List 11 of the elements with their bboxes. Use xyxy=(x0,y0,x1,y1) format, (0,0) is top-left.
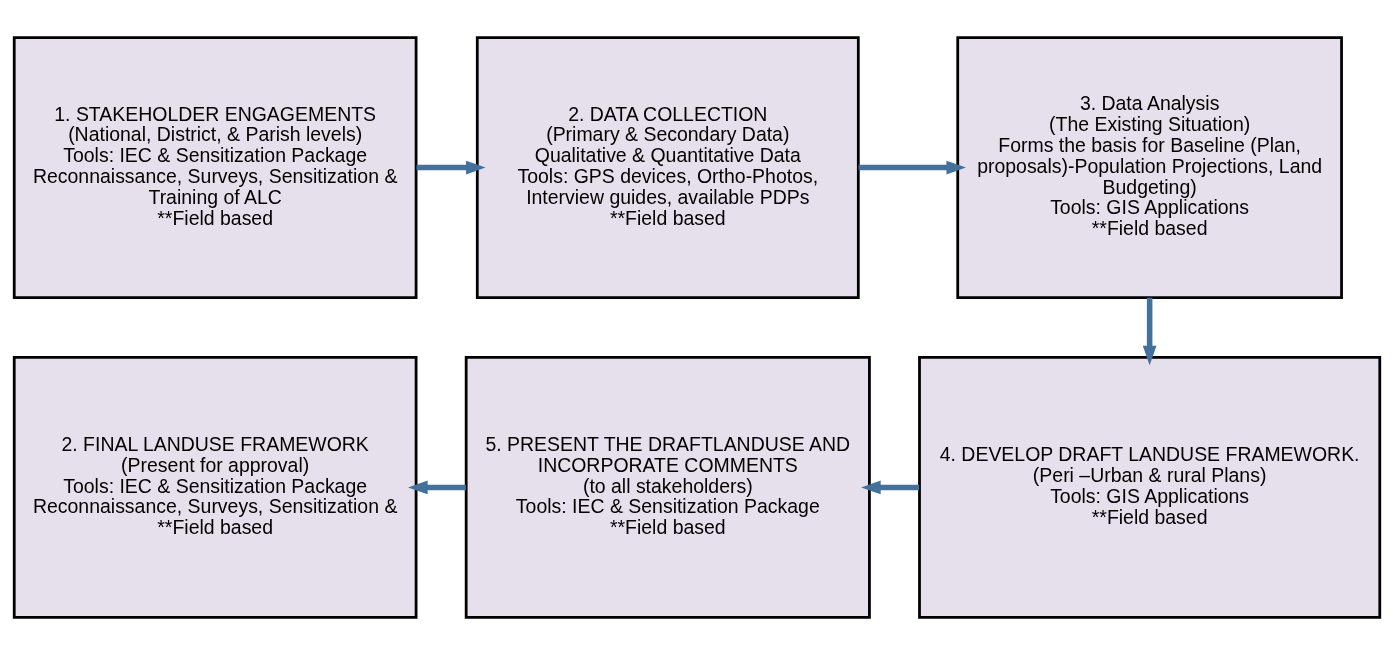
node-box: 3. Data Analysis (The Existing Situation) Forms the basis for Baseline (Plan, proposals)-Population Projections, Land Budgeting) Tools: GIS Applications **Field based xyxy=(956,36,1343,299)
node-box: 2. DATA COLLECTION (Primary & Secondary Data) Qualitative & Quantitative Data Tools: GPS devices, Ortho-Photos, Interview guides, available PDPs **Field based xyxy=(475,36,860,299)
arrow xyxy=(416,160,486,175)
node-box: 2. FINAL LANDUSE FRAMEWORK (Present for approval) Tools: IEC & Sensitization Package Reconnaissance, Surveys, Sensitization & **Field based xyxy=(12,356,418,619)
arrow xyxy=(858,160,966,175)
node-box: 4. DEVELOP DRAFT LANDUSE FRAMEWORK. (Peri –Urban & rural Plans) Tools: GIS Applications **Field based xyxy=(918,356,1382,619)
arrow xyxy=(408,480,466,495)
node-box: 5. PRESENT THE DRAFTLANDUSE AND INCORPORATE COMMENTS (to all stakeholders) Tools: IEC & Sensitization Package **Field based xyxy=(464,356,871,619)
arrow xyxy=(861,480,920,495)
arrow xyxy=(1142,297,1157,366)
node-box: 1. STAKEHOLDER ENGAGEMENTS (National, District, & Parish levels) Tools: IEC & Sensitization Package Reconnaissance, Surveys, Sensitization & Training of ALC **Field based xyxy=(12,36,418,299)
